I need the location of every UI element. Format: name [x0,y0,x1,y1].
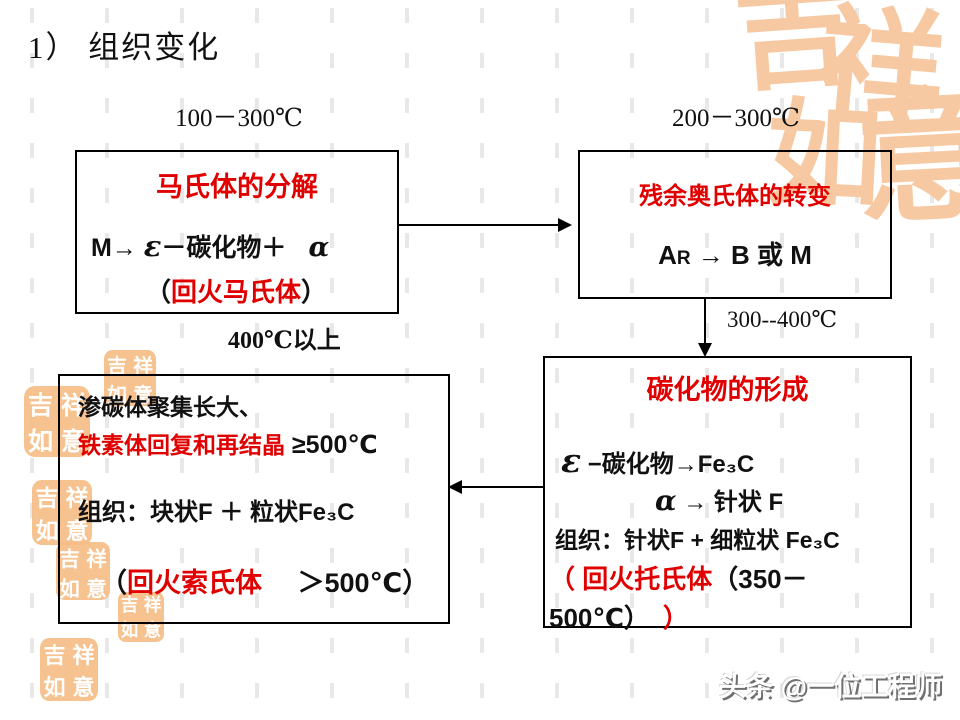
paren-close: ） [301,277,328,307]
sorbite-result-line: （回火索氏体 ＞500℃） [100,561,448,600]
austenite-box-title: 残余奥氏体的转变 [639,183,831,210]
carbide-line2: α → 针状 F [655,482,910,517]
paren-open: （ [549,564,583,594]
recrystallization-label: 铁素体回复和再结晶 [78,432,285,458]
box-martensite-decomposition: 马氏体的分解 M→ ε－碳化物＋ α （回火马氏体） [75,150,399,314]
sorbite-line2: 铁素体回复和再结晶 ≥500℃ [78,426,448,460]
tempered-sorbite-label: 回火索氏体 [127,568,262,598]
temp-label-4: 400℃以上 [228,328,341,354]
eq-r-subscript: R [676,248,691,269]
carbide-box-title: 碳化物的形成 [646,375,809,405]
paren-open: （ [145,277,172,307]
seal-stamp: 吉祥如意 [40,638,98,701]
temp-label-3: 300--400℃ [727,307,838,332]
martensite-result-line: （回火马氏体） [145,272,397,309]
seal-stamp: 吉祥如意 [118,592,164,642]
seal-stamp: 吉祥如意 [104,350,156,407]
martensite-box-title: 马氏体的分解 [156,172,318,202]
tempered-troostite-label: 回火托氏体 [582,564,713,594]
epsilon-symbol: ε [143,229,162,263]
sorbite-line1: 渗碳体聚集长大、 [78,394,262,420]
arrow-box3-to-box4-head [448,480,462,494]
page-title: 1） 组织变化 [28,30,221,65]
box-tempered-sorbite: 渗碳体聚集长大、 铁素体回复和再结晶 ≥500℃ 组织：块状F ＋ 粒状Fe₃C… [58,374,450,624]
eq-m: M→ [91,234,144,262]
temp-range-start: （350－ [712,564,808,594]
temp-label-2: 200－300℃ [672,105,800,132]
paren-open: （ [100,568,127,598]
carbide-result-line1: （ 回火托氏体（350－ [549,559,910,596]
credit-watermark: 头条 @一位工程师 [719,672,942,702]
seal-stamp: 吉祥如意 [24,386,90,458]
carbide-line1: ε −碳化物→Fe₃C [561,441,910,480]
temp-gt500-label: ＞500℃） [290,568,430,598]
alpha-symbol: α [308,232,330,263]
alpha-to-ferrite: → 针状 F [676,489,784,516]
eq-b-or-m: → B 或 M [690,240,812,270]
carbide-structure-line: 组织：针状F + 细粒状 Fe₃C [555,527,840,553]
tempered-martensite-label: 回火马氏体 [171,277,302,307]
arrow-box2-to-box3-line [704,297,706,345]
epsilon-symbol: ε [561,441,582,480]
eq-carbide-plus: －碳化物＋ [161,234,287,262]
temp-label-1: 100－300℃ [175,105,303,132]
arrow-box1-to-box2-head [558,218,572,232]
temp-range-end: 500℃） [549,603,637,633]
sorbite-structure-line: 组织：块状F ＋ 粒状Fe₃C [78,499,355,526]
carbide-result-line2: 500℃） ） [549,598,910,635]
arrow-box2-to-box3-head [698,343,712,357]
alpha-symbol: α [655,484,677,517]
box-austenite-transformation: 残余奥氏体的转变 AR → B 或 M [578,150,892,299]
carbide-to-fe3c: −碳化物→Fe₃C [581,451,755,478]
box-carbide-formation: 碳化物的形成 ε −碳化物→Fe₃C α → 针状 F 组织：针状F + 细粒状… [543,356,912,633]
austenite-equation: AR → B 或 M [580,235,890,272]
arrow-box1-to-box2-line [398,224,560,226]
seal-stamp: 吉祥如意 [32,480,92,545]
eq-a: A [658,240,677,270]
paren-close: ） [662,603,689,633]
seal-stamp: 吉祥如意 [56,542,110,601]
temp-500-label: ≥500℃ [285,431,378,459]
martensite-equation: M→ ε－碳化物＋ α [91,228,397,264]
arrow-box3-to-box4-line [460,486,543,488]
